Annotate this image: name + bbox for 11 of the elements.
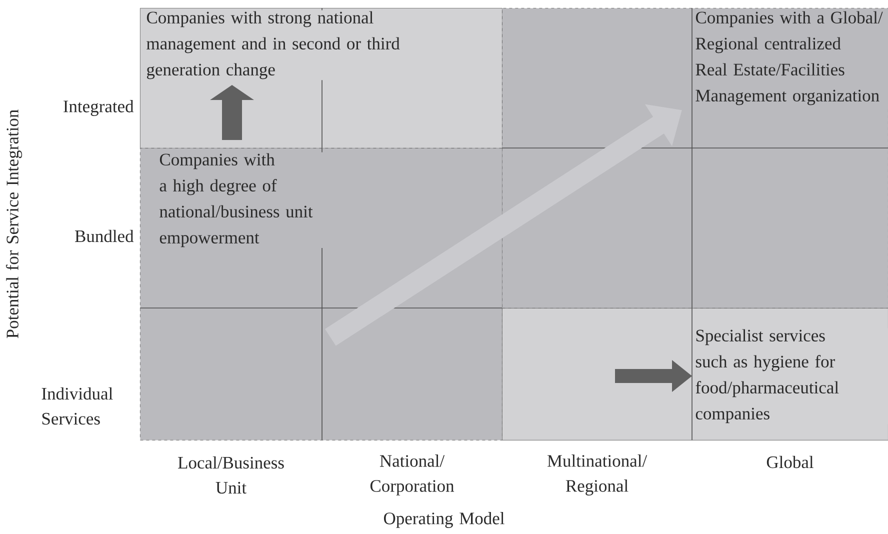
region-box: Companies with a Global/ Regional centralized Real Estate/Facilities Management organization xyxy=(502,8,888,308)
column-label: Multinational/ Regional xyxy=(547,454,648,496)
axis-title: Potential for Service Integration xyxy=(6,110,22,338)
column-label: National/ Corporation xyxy=(370,454,454,496)
region-box: Companies with strong national management and in second or third generation change xyxy=(140,8,502,148)
column-label: Local/Business Unit xyxy=(178,456,284,494)
region-box: Companies with a high degree of national/business unit empowerment xyxy=(140,148,502,440)
row-label: Integrated xyxy=(64,100,134,116)
row-label: Individual Services xyxy=(42,387,113,425)
region-box: Specialist services such as hygiene for food/pharmaceutical companies xyxy=(502,308,888,440)
axis-title: Operating Model xyxy=(384,512,504,528)
